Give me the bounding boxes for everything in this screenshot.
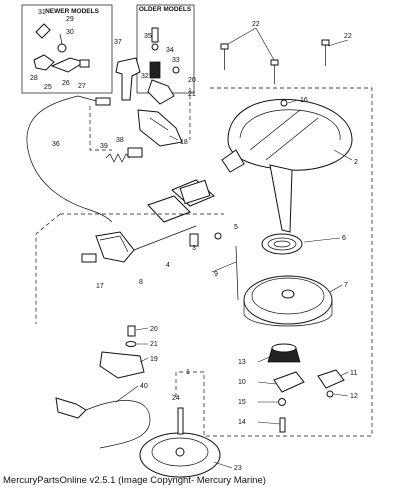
handle-insert [81, 253, 97, 263]
image-copyright-caption: MercuryPartsOnline v2.5.1 (Image Copyrig… [3, 475, 266, 486]
lever-part [50, 57, 86, 73]
callout-4: 4 [166, 262, 170, 269]
callout-11: 11 [350, 370, 357, 377]
callout-38: 38 [116, 137, 124, 144]
callout-14: 14 [238, 419, 246, 426]
callout-33: 33 [172, 57, 180, 64]
screw-24 [177, 407, 184, 435]
mounting-bracket [99, 351, 145, 379]
rewind-spring [261, 233, 303, 255]
screw-3 [189, 233, 199, 247]
callout-40: 40 [140, 383, 148, 390]
callout-26: 26 [62, 80, 70, 87]
spring-part [105, 153, 131, 163]
callout-31: 31 [38, 9, 46, 16]
callout-25: 25 [44, 84, 52, 91]
bolts-22 [220, 39, 330, 84]
pawl-spring [317, 369, 345, 389]
callout-37: 37 [114, 39, 122, 46]
callout-22a: 22 [252, 21, 260, 28]
callout-12: 12 [350, 393, 358, 400]
callout-2: 2 [354, 159, 358, 166]
callout-labels: 1 2 3 4 5 6 7 8 9 10 11 12 13 14 15 16 1… [30, 9, 358, 472]
nut-part [79, 59, 90, 68]
starter-handle [95, 231, 135, 263]
callout-18: 18 [180, 139, 188, 146]
callout-23: 23 [234, 465, 242, 472]
lock-pin [127, 147, 143, 158]
callout-19: 19 [150, 356, 158, 363]
callout-32: 32 [141, 73, 149, 80]
stop-switch [55, 397, 87, 419]
inset-nut [172, 66, 180, 74]
callout-6: 6 [342, 235, 346, 242]
inset-washer [151, 43, 159, 51]
callout-13: 13 [238, 359, 246, 366]
starter-rope-short [133, 225, 197, 251]
anchor-part [33, 54, 55, 71]
throttle-cable [26, 95, 113, 223]
callout-5: 5 [234, 224, 238, 231]
callout-3: 3 [192, 245, 196, 252]
clip-part [35, 23, 51, 39]
inset-bracket [147, 79, 175, 105]
callout-34: 34 [166, 47, 174, 54]
older-models-inset: OLDER MODELS [136, 4, 195, 105]
screw-5 [214, 232, 222, 240]
callout-30: 30 [66, 29, 74, 36]
callout-9: 9 [214, 271, 218, 278]
callout-20b: 20 [150, 326, 158, 333]
newer-models-inset: NEWER MODELS [21, 4, 113, 94]
callout-35: 35 [144, 33, 152, 40]
rope-guide [147, 195, 191, 223]
leader-lines [115, 27, 353, 469]
newer-models-title: NEWER MODELS [45, 8, 99, 15]
older-models-title-1: OLDER MODELS [139, 6, 192, 13]
callout-28: 28 [30, 75, 38, 82]
callout-8: 8 [139, 279, 143, 286]
callout-21b: 21 [150, 341, 158, 348]
callout-39: 39 [100, 143, 108, 150]
callout-36: 36 [52, 141, 60, 148]
starter-rope [235, 245, 239, 301]
callout-27: 27 [78, 83, 86, 90]
pawl-part [273, 371, 305, 393]
stop-switch-lead [85, 400, 151, 449]
screw-14 [279, 417, 286, 433]
callout-24: 24 [172, 395, 180, 402]
washer-15 [278, 398, 286, 406]
rope-pulley [243, 275, 333, 325]
callout-16: 16 [300, 97, 308, 104]
inset-bolt [151, 27, 159, 43]
housing-leg [269, 164, 293, 233]
callout-10: 10 [238, 379, 246, 386]
callout-20a: 20 [188, 77, 196, 84]
callout-22b: 22 [344, 33, 352, 40]
callout-1: 1 [186, 369, 190, 376]
callout-7: 7 [344, 282, 348, 289]
callout-15: 15 [238, 399, 246, 406]
start-lever-link [137, 109, 183, 147]
callout-29: 29 [66, 16, 74, 23]
callout-17: 17 [96, 283, 104, 290]
cable-bracket [115, 57, 141, 101]
screw-part [57, 43, 67, 53]
callout-21a: 21 [188, 91, 196, 98]
starter-housing [227, 98, 353, 171]
inset-spring [149, 61, 161, 79]
